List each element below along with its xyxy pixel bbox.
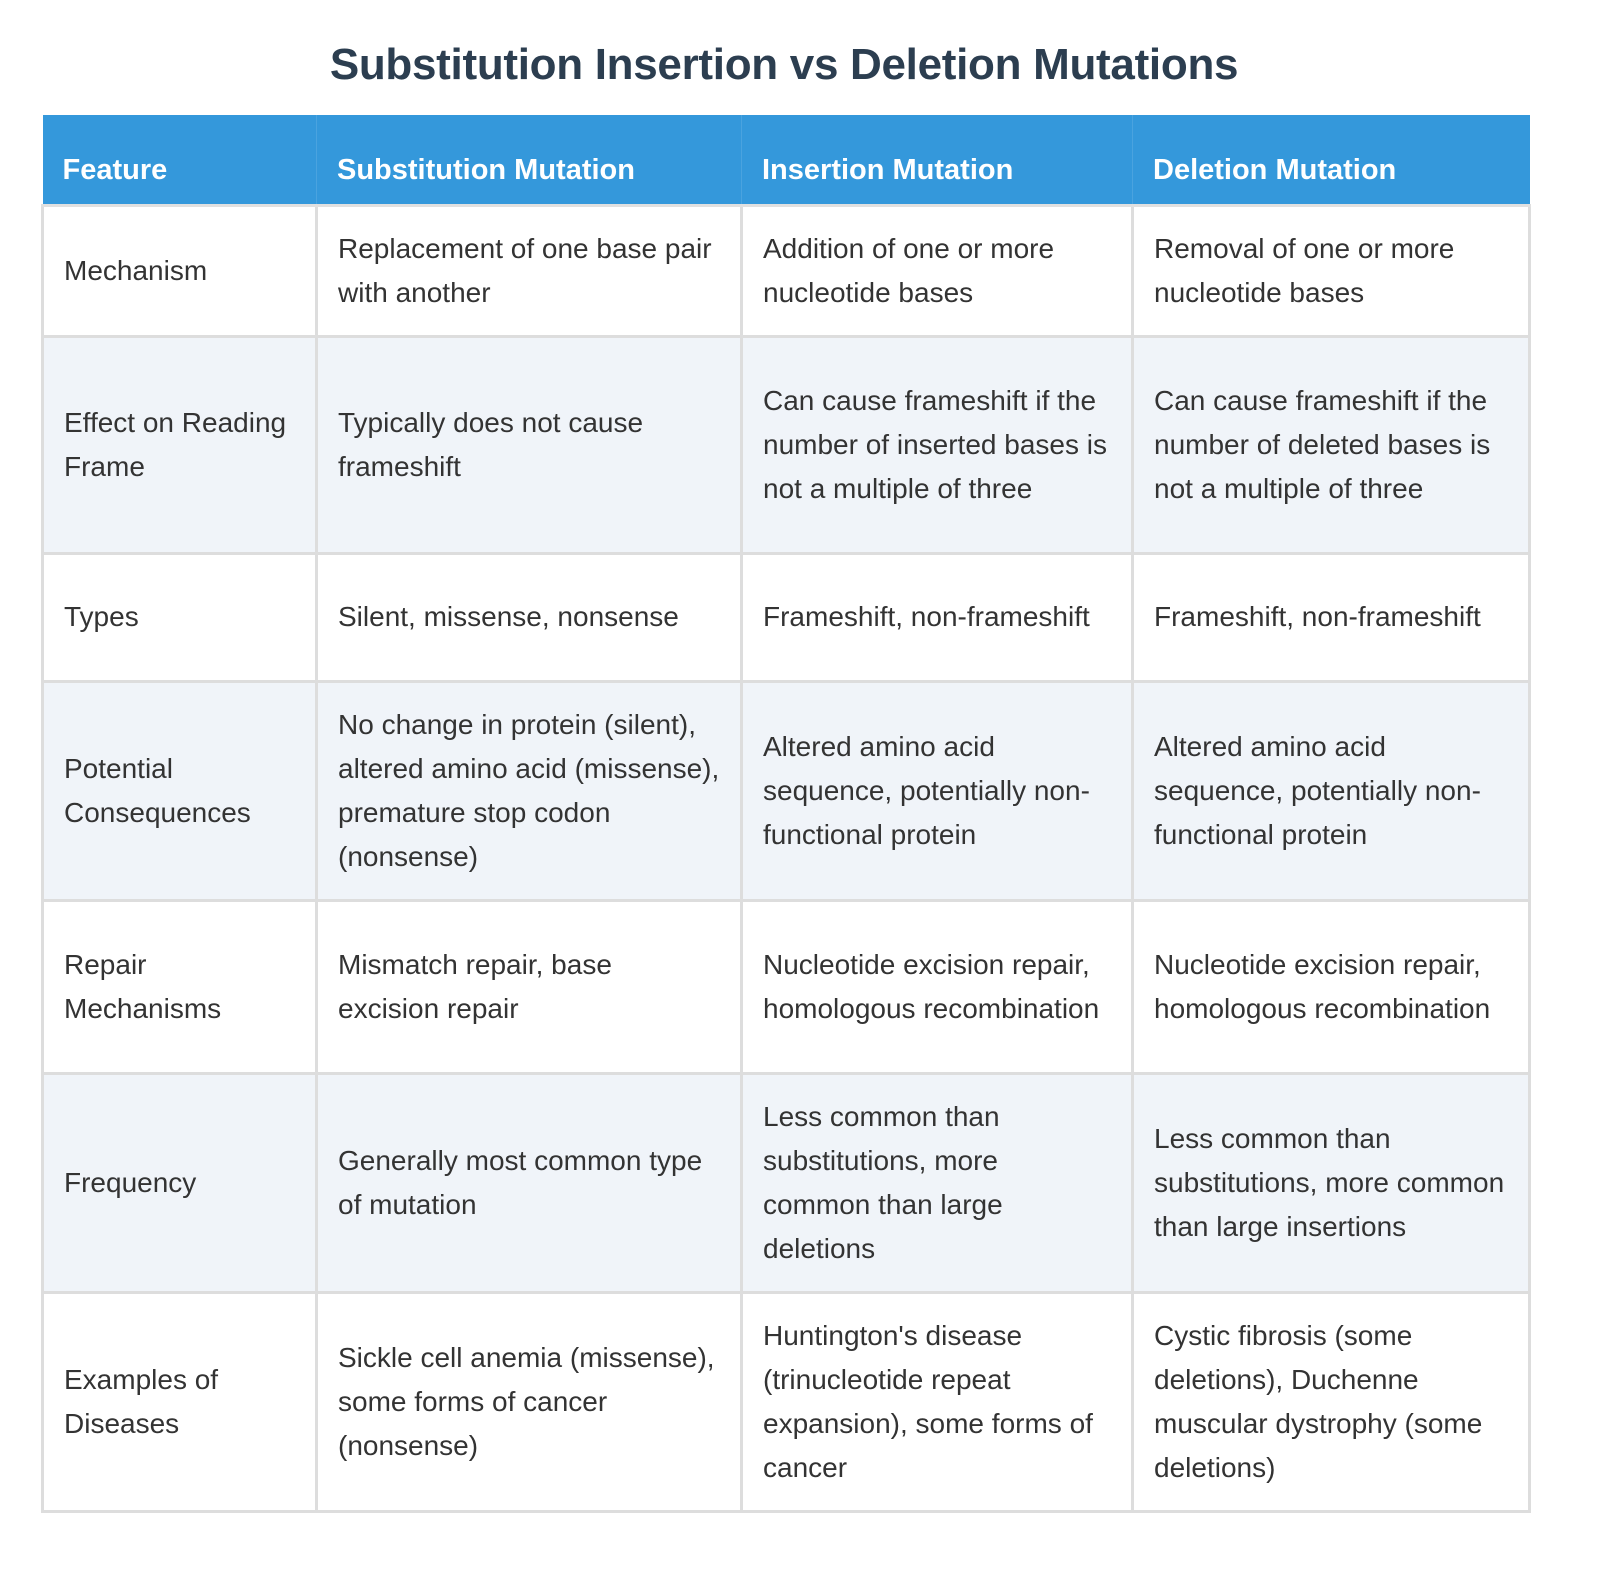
feature-cell: Potential Consequences xyxy=(41,679,318,902)
comparison-table: Feature Substitution Mutation Insertion … xyxy=(41,115,1531,1513)
deletion-cell: Less common than substitutions, more com… xyxy=(1131,1071,1531,1294)
substitution-cell: Sickle cell anemia (missense), some form… xyxy=(315,1290,743,1513)
insertion-cell: Nucleotide excision repair, homologous r… xyxy=(740,898,1134,1075)
feature-cell: Effect on Reading Frame xyxy=(41,334,318,555)
deletion-cell: Can cause frameshift if the number of de… xyxy=(1131,334,1531,555)
feature-cell: Examples of Diseases xyxy=(41,1290,318,1513)
insertion-cell: Can cause frameshift if the number of in… xyxy=(740,334,1134,555)
insertion-cell: Frameshift, non-frameshift xyxy=(740,551,1134,683)
substitution-cell: Silent, missense, nonsense xyxy=(315,551,743,683)
feature-cell: Types xyxy=(41,551,318,683)
table-row-mechanism: Mechanism Replacement of one base pair w… xyxy=(41,203,1531,338)
insertion-cell: Less common than substitutions, more com… xyxy=(740,1071,1134,1294)
insertion-cell: Addition of one or more nucleotide bases xyxy=(740,203,1134,338)
header-row: Feature Substitution Mutation Insertion … xyxy=(42,115,1530,207)
table-row-reading-frame: Effect on Reading Frame Typically does n… xyxy=(41,334,1531,555)
header-insertion: Insertion Mutation xyxy=(741,115,1133,207)
insertion-cell: Altered amino acid sequence, potentially… xyxy=(740,679,1134,902)
table-row-types: Types Silent, missense, nonsense Framesh… xyxy=(41,551,1531,683)
header-feature: Feature xyxy=(42,115,317,207)
deletion-cell: Frameshift, non-frameshift xyxy=(1131,551,1531,683)
deletion-cell: Altered amino acid sequence, potentially… xyxy=(1131,679,1531,902)
substitution-cell: Mismatch repair, base excision repair xyxy=(315,898,743,1075)
feature-cell: Repair Mechanisms xyxy=(41,898,318,1075)
table-row-consequences: Potential Consequences No change in prot… xyxy=(41,679,1531,902)
substitution-cell: Replacement of one base pair with anothe… xyxy=(315,203,743,338)
substitution-cell: No change in protein (silent), altered a… xyxy=(315,679,743,902)
insertion-cell: Huntington's disease (trinucleotide repe… xyxy=(740,1290,1134,1513)
page-title: Substitution Insertion vs Deletion Mutat… xyxy=(329,40,1239,89)
feature-cell: Frequency xyxy=(41,1071,318,1294)
feature-cell: Mechanism xyxy=(41,203,318,338)
substitution-cell: Typically does not cause frameshift xyxy=(315,334,743,555)
header-deletion: Deletion Mutation xyxy=(1132,115,1530,207)
table-header: Feature Substitution Mutation Insertion … xyxy=(42,115,1530,207)
substitution-cell: Generally most common type of mutation xyxy=(315,1071,743,1294)
deletion-cell: Removal of one or more nucleotide bases xyxy=(1131,203,1531,338)
header-substitution: Substitution Mutation xyxy=(316,115,742,207)
table-row-frequency: Frequency Generally most common type of … xyxy=(41,1071,1531,1294)
table-row-repair: Repair Mechanisms Mismatch repair, base … xyxy=(41,898,1531,1075)
table-body: Mechanism Replacement of one base pair w… xyxy=(41,203,1531,1513)
table-row-diseases: Examples of Diseases Sickle cell anemia … xyxy=(41,1290,1531,1513)
deletion-cell: Nucleotide excision repair, homologous r… xyxy=(1131,898,1531,1075)
deletion-cell: Cystic fibrosis (some deletions), Duchen… xyxy=(1131,1290,1531,1513)
